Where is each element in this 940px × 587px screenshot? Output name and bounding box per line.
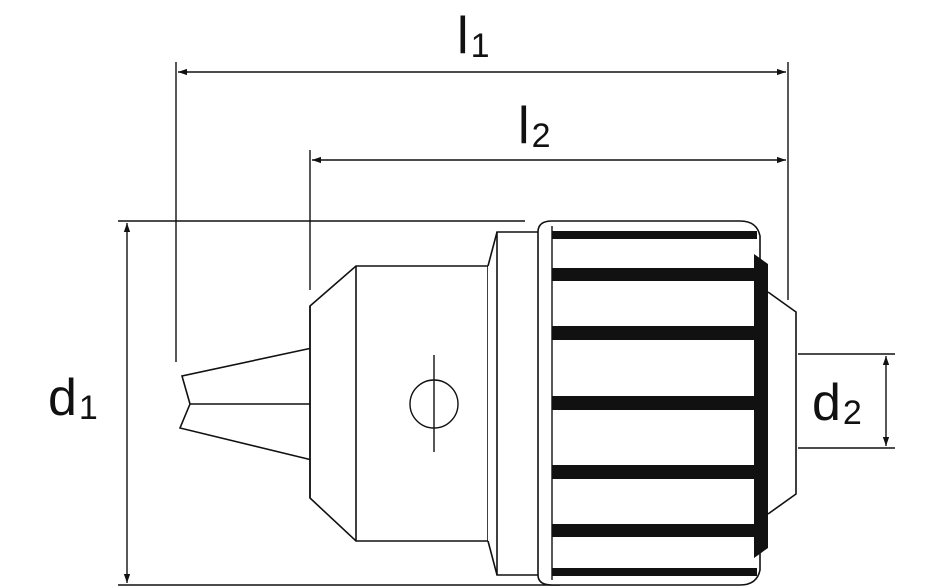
dimension-label-d2: d2	[812, 374, 862, 432]
svg-text:d2: d2	[812, 374, 862, 432]
svg-text:d1: d1	[48, 369, 98, 427]
sleeve-rib	[552, 326, 757, 340]
dimension-label-d1: d1	[48, 369, 98, 427]
sleeve-rib	[552, 524, 757, 537]
extension-lines	[118, 62, 895, 586]
sleeve-rib	[552, 396, 757, 410]
taper-shank	[178, 347, 313, 461]
sleeve-rib	[552, 268, 757, 281]
sleeve-rib	[552, 568, 757, 576]
dimension-label-l1: l1	[457, 7, 489, 65]
sleeve-ribs	[552, 231, 757, 576]
sleeve-rib	[552, 465, 757, 479]
knurled-sleeve	[537, 220, 768, 586]
dimension-label-l2: l2	[518, 97, 550, 155]
svg-text:l1: l1	[457, 7, 489, 65]
dimension-lines	[123, 68, 890, 583]
chuck-body	[309, 231, 541, 576]
svg-text:l2: l2	[518, 97, 550, 155]
sleeve-rib	[552, 231, 757, 239]
pin-hole	[409, 355, 459, 452]
nose-cone	[767, 291, 797, 515]
